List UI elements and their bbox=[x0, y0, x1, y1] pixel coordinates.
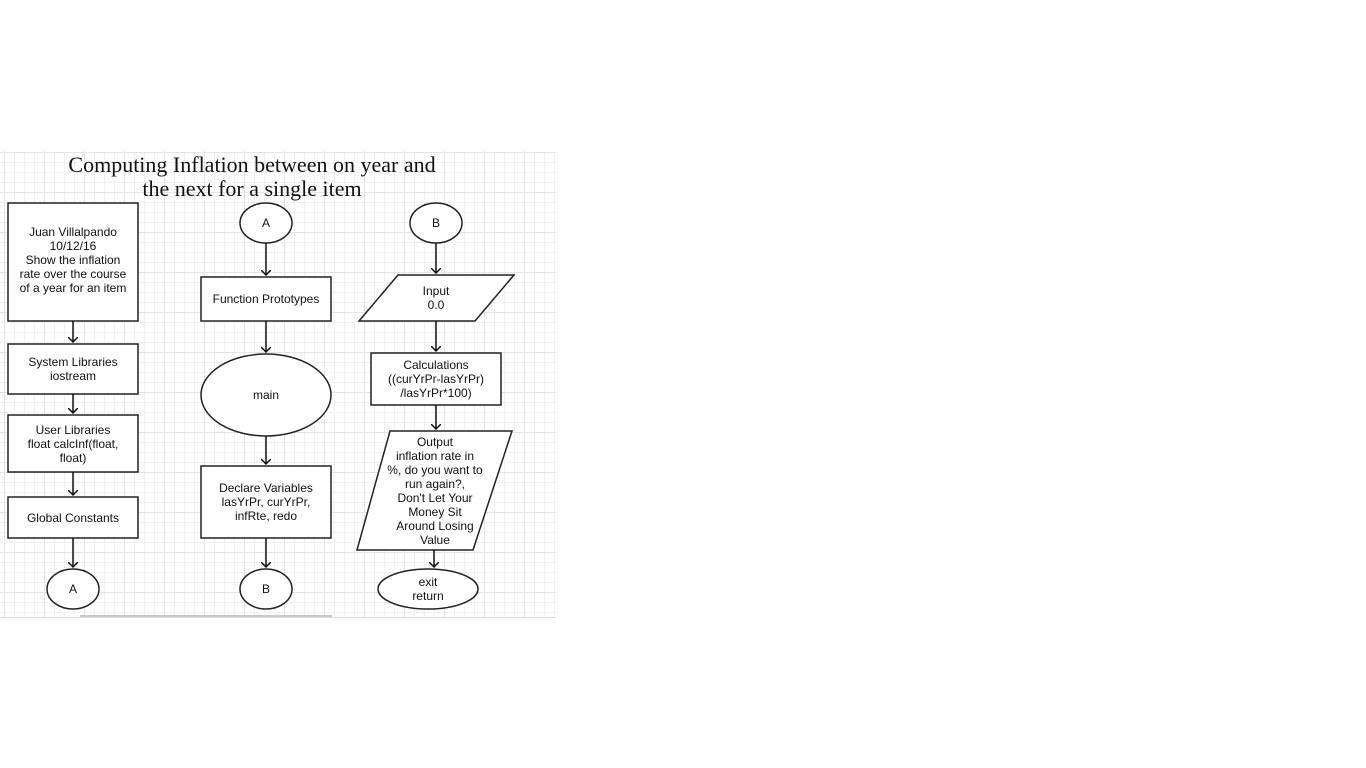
main-label: main bbox=[252, 388, 279, 402]
global-constants-label: Global Constants bbox=[26, 510, 120, 525]
connector-a-bottom bbox=[46, 568, 100, 610]
connector-a-bottom-label: A bbox=[68, 582, 77, 596]
input-parallelogram bbox=[357, 274, 516, 322]
user-libraries-label: User Libraries float calcInf(float, floa… bbox=[27, 422, 119, 465]
connector-b-bottom bbox=[239, 568, 293, 610]
system-libraries-box bbox=[7, 343, 139, 395]
exit-label: exit return bbox=[412, 575, 444, 603]
system-libraries-label: System Libraries iostream bbox=[28, 355, 118, 383]
user-libraries-box bbox=[7, 414, 139, 473]
output-label: Output inflation rate in %, do you want … bbox=[387, 434, 483, 547]
header-box-label: Juan Villalpando 10/12/16 Show the infla… bbox=[19, 225, 127, 295]
exit-ellipse bbox=[377, 568, 479, 610]
connector-b-top-label: B bbox=[431, 216, 440, 230]
horizontal-scrollbar[interactable] bbox=[80, 615, 332, 617]
declare-variables-box bbox=[200, 465, 332, 539]
calculations-box bbox=[370, 352, 502, 406]
diagram-title: Computing Inflation between on year and … bbox=[68, 152, 436, 201]
function-prototypes-label: Function Prototypes bbox=[212, 292, 320, 306]
calculations-label: Calculations ((curYrPr-lasYrPr) /lasYrPr… bbox=[388, 358, 484, 400]
connector-b-bottom-label: B bbox=[261, 582, 270, 596]
declare-variables-label: Declare Variables lasYrPr, curYrPr, infR… bbox=[219, 481, 313, 523]
connector-a-top-label: A bbox=[261, 216, 270, 230]
input-label: Input 0.0 bbox=[422, 284, 450, 312]
global-constants-box bbox=[7, 496, 139, 539]
output-parallelogram bbox=[356, 430, 514, 551]
header-box bbox=[7, 202, 139, 322]
